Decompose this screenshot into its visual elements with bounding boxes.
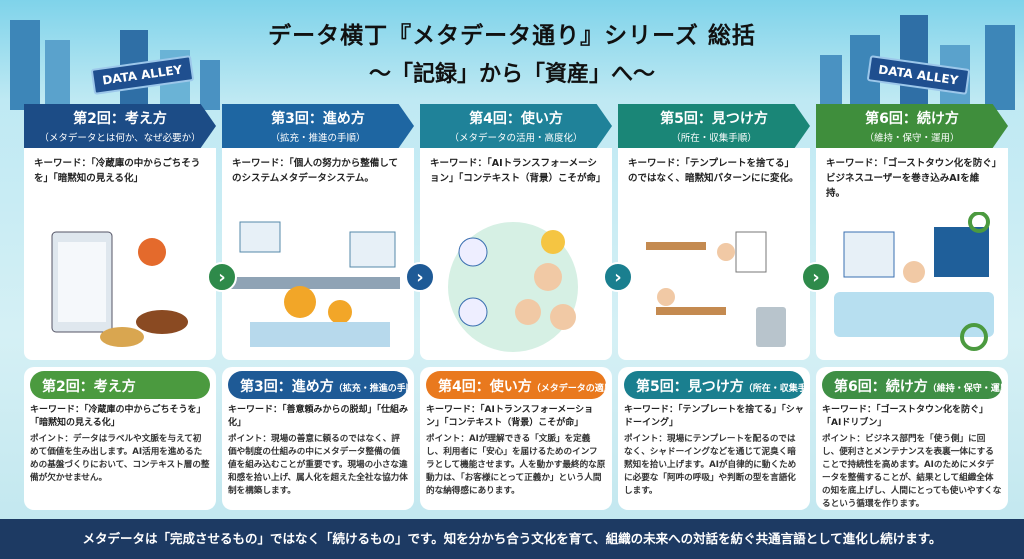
step-header-title: 第2回：考え方 [73, 111, 167, 127]
dashboard-cycle-illustration [834, 212, 994, 351]
page-title: データ横丁『メタデータ通り』シリーズ 総括 [268, 23, 756, 49]
step-summary-title: 第4回：使い方 [438, 379, 532, 395]
ai-robots-people-illustration [448, 222, 578, 352]
step-keyword: キーワード：「テンプレートを捨てる」のではなく、暗黙知パターンにに変化。 [628, 158, 799, 184]
step-summary-keyword: キーワード：「ゴーストタウン化を防ぐ」「AIドリブン」 [822, 405, 989, 428]
step-keyword: キーワード：「冷蔵庫の中からごちそうを」「暗黙知の見える化」 [34, 158, 201, 184]
step-summary-card: 第5回：見つけ方（所在・収集手順） キーワード：「テンプレートを捨てる」「シャドー… [618, 367, 810, 510]
step-illustration-card: キーワード：「冷蔵庫の中からごちそうを」「暗黙知の見える化」 [24, 148, 216, 360]
step-summary-pill: 第2回：考え方 [30, 371, 210, 399]
step-summary-point: ポイント：データはラベルや文脈を与えて初めて価値を生み出します。AI活用を進める… [30, 434, 210, 483]
step-summary-keyword: キーワード：「冷蔵庫の中からごちそうを」「暗黙知の見える化」 [30, 405, 206, 428]
next-step-arrow-icon: › [405, 262, 435, 292]
step-summary-card: 第3回：進め方（拡充・推進の手順） キーワード：「善意頼みからの脱却」「仕組み化」… [222, 367, 414, 510]
step-summary-keyword: キーワード：「AIトランスフォーメーション」「コンテキスト（背景）こそが命」 [426, 405, 594, 428]
step-header-banner: 第6回：続け方 （維持・保守・運用） [816, 104, 1008, 148]
step-keyword: キーワード：「ゴーストタウン化を防ぐ」ビジネスユーザーを巻き込みAIを維持。 [826, 158, 997, 199]
step-summary-subtitle: （拡充・推進の手順） [333, 384, 408, 394]
next-step-arrow-icon: › [207, 262, 237, 292]
step-illustration-card: キーワード：「ゴーストタウン化を防ぐ」ビジネスユーザーを巻き込みAIを維持。 [816, 148, 1008, 360]
step-illustration-card: キーワード：「AIトランスフォーメーション」「コンテキスト（背景）こそが命」 [420, 148, 612, 360]
step-summary-point: ポイント：現場にテンプレートを配るのではなく、シャドーイングなどを通じて泥臭く暗… [624, 434, 797, 496]
step-column-4: 第4回：使い方 （メタデータの活用・高度化） キーワード：「AIトランスフォーメーシ… [420, 104, 612, 360]
step-keyword: キーワード：「AIトランスフォーメーション」「コンテキスト（背景）こそが命」 [430, 158, 606, 184]
step-header-banner: 第2回：考え方 （メタデータとは何か、なぜ必要か） [24, 104, 216, 148]
step-summary-pill: 第5回：見つけ方（所在・収集手順） [624, 371, 804, 399]
step-header-title: 第3回：進め方 [271, 111, 365, 127]
step-header-banner: 第3回：進め方 （拡充・推進の手順） [222, 104, 414, 148]
step-summary-pill: 第4回：使い方（メタデータの適用・高度化） [426, 371, 606, 399]
office-shadowing-illustration [646, 231, 786, 347]
step-header-title: 第5回：見つけ方 [660, 111, 768, 127]
step-summary-keyword: キーワード：「テンプレートを捨てる」「シャドーイング」 [624, 405, 804, 428]
step-column-5: 第5回：見つけ方 （所在・収集手順） キーワード：「テンプレートを捨てる」のではなく… [618, 104, 810, 360]
step-summary-card: 第4回：使い方（メタデータの適用・高度化） キーワード：「AIトランスフォーメーシ… [420, 367, 612, 510]
step-summary-card: 第6回：続け方（維持・保守・運用） キーワード：「ゴーストタウン化を防ぐ」「AIド… [816, 367, 1008, 510]
step-summary-card: 第2回：考え方キーワード：「冷蔵庫の中からごちそうを」「暗黙知の見える化」ポイン… [24, 367, 216, 510]
step-summary-keyword: キーワード：「善意頼みからの脱却」「仕組み化」 [228, 405, 409, 428]
step-summary-point: ポイント：AIが理解できる「文脈」を定義し、利用者に「安心」を届けるためのインフ… [426, 434, 606, 496]
refrigerator-food-illustration [51, 231, 188, 347]
step-summary-title: 第5回：見つけ方 [636, 379, 744, 395]
step-header-title: 第6回：続け方 [865, 111, 959, 127]
step-illustration-card: キーワード：「テンプレートを捨てる」のではなく、暗黙知パターンにに変化。 [618, 148, 810, 360]
step-header-title: 第4回：使い方 [469, 111, 563, 127]
next-step-arrow-icon: › [603, 262, 633, 292]
step-header-subtitle: （メタデータの活用・高度化） [449, 133, 583, 144]
step-column-2: 第2回：考え方 （メタデータとは何か、なぜ必要か） キーワード：「冷蔵庫の中からごち… [24, 104, 216, 360]
step-header-subtitle: （拡充・推進の手順） [270, 133, 366, 144]
next-step-arrow-icon: › [801, 262, 831, 292]
step-header-subtitle: （所在・収集手順） [671, 133, 757, 144]
page-subtitle: 〜「記録」から「資産」へ〜 [368, 62, 655, 87]
step-header-subtitle: （維持・保守・運用） [864, 133, 960, 144]
step-summary-pill: 第6回：続け方（維持・保守・運用） [822, 371, 1002, 399]
step-column-6: 第6回：続け方 （維持・保守・運用） キーワード：「ゴーストタウン化を防ぐ」ビジネス… [816, 104, 1008, 360]
step-summary-point: ポイント：現場の善意に頼るのではなく、評価や制度の仕組みの中にメタデータ整備の価… [228, 434, 408, 496]
step-summary-subtitle: （維持・保守・運用） [927, 384, 1002, 394]
step-illustration-card: キーワード：「個人の努力から整備してのシステムメタデータシステム。 [222, 148, 414, 360]
step-summary-pill: 第3回：進め方（拡充・推進の手順） [228, 371, 408, 399]
pipeline-gears-illustration [230, 221, 400, 347]
step-header-subtitle: （メタデータとは何か、なぜ必要か） [39, 133, 201, 144]
step-summary-title: 第6回：続け方 [834, 379, 928, 395]
step-column-3: 第3回：進め方 （拡充・推進の手順） キーワード：「個人の努力から整備してのシステム… [222, 104, 414, 360]
step-summary-subtitle: （メタデータの適用・高度化） [531, 384, 606, 394]
step-header-banner: 第5回：見つけ方 （所在・収集手順） [618, 104, 810, 148]
step-summary-title: 第2回：考え方 [42, 379, 136, 395]
step-summary-title: 第3回：進め方 [240, 379, 334, 395]
step-summary-point: ポイント：ビジネス部門を「使う側」に回し、便利さとメンテナンスを表裏一体にするこ… [822, 434, 1002, 509]
step-keyword: キーワード：「個人の努力から整備してのシステムメタデータシステム。 [232, 158, 398, 184]
footer-summary: メタデータは「完成させるもの」ではなく「続けるもの」です。知を分かち合う文化を育… [0, 519, 1024, 559]
step-header-banner: 第4回：使い方 （メタデータの活用・高度化） [420, 104, 612, 148]
step-summary-subtitle: （所在・収集手順） [743, 384, 804, 394]
